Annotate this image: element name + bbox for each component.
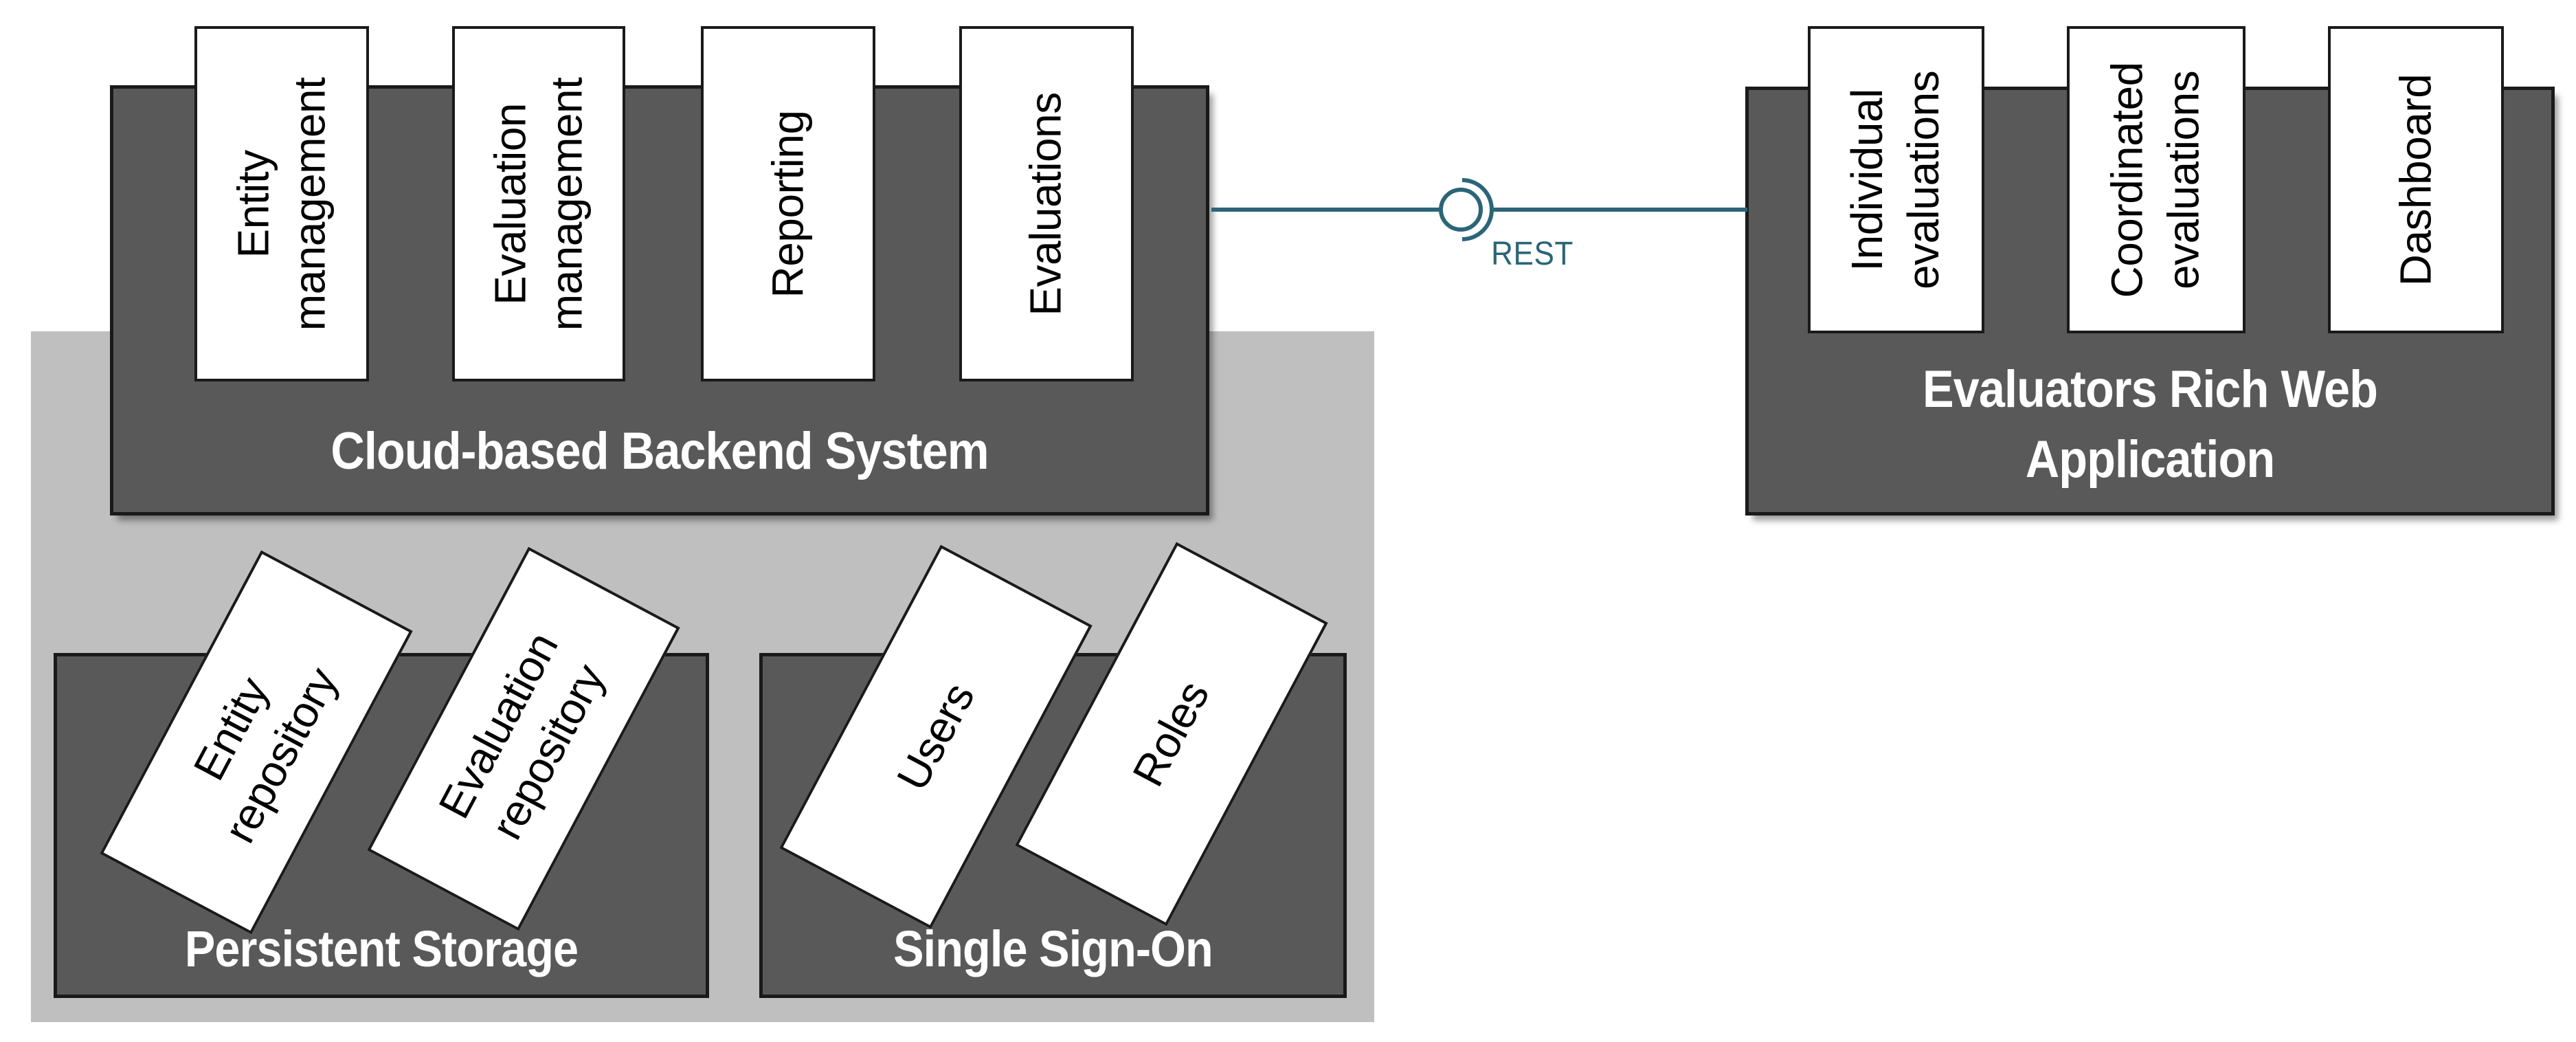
component-reporting-label: Reporting (763, 110, 813, 298)
component-evaluation-management: Evaluation management (452, 26, 625, 381)
component-evaluation-management-label: Evaluation management (485, 77, 591, 331)
component-evaluations-label: Evaluations (1021, 91, 1071, 316)
rest-connector-label: REST (1491, 236, 1573, 272)
provided-interface-ball-icon (1439, 188, 1483, 232)
component-entity-management: Entity management (194, 26, 369, 381)
component-entity-management-label: Entity management (228, 77, 334, 331)
web-application-title: Evaluators Rich Web Application (1922, 359, 2378, 489)
component-coordinated-evaluations-label: Coordinated evaluations (2103, 61, 2208, 298)
persistent-storage-title: Persistent Storage (184, 920, 579, 978)
component-individual-evaluations: Individual evaluations (1808, 26, 1984, 333)
component-dashboard-label: Dashboard (2390, 74, 2441, 286)
component-reporting: Reporting (701, 26, 875, 381)
backend-system-title: Cloud-based Backend System (331, 422, 989, 481)
component-evaluations: Evaluations (959, 26, 1134, 381)
component-users-label: Users (886, 674, 984, 799)
single-sign-on-title: Single Sign-On (893, 920, 1213, 978)
component-roles-label: Roles (1123, 673, 1219, 795)
component-coordinated-evaluations: Coordinated evaluations (2067, 26, 2245, 333)
required-interface-socket-icon (1461, 178, 1494, 241)
component-individual-evaluations-label: Individual evaluations (1842, 70, 1949, 289)
component-dashboard: Dashboard (2328, 26, 2504, 333)
